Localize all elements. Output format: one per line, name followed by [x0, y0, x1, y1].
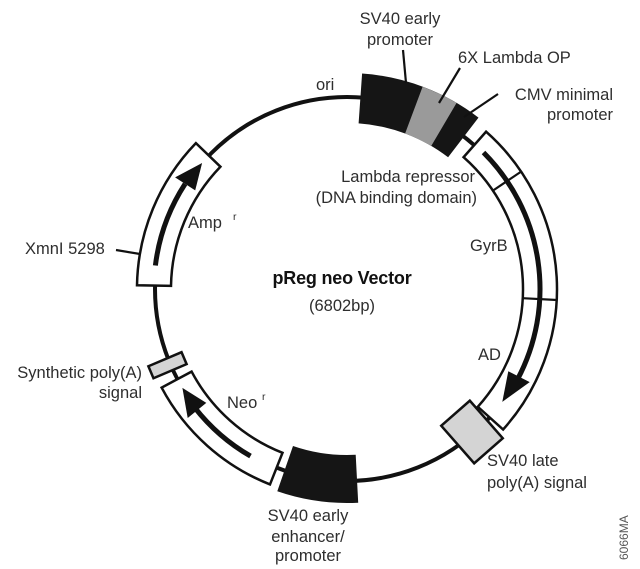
plasmid-title: pReg neo Vector — [272, 268, 411, 288]
leader-sv40-early-promoter — [401, 49, 408, 84]
transcription-arrow-neo — [192, 406, 252, 459]
leader-cmv-minimal-promoter — [463, 93, 499, 118]
label-sv40-late-polya-line1: SV40 late — [487, 452, 559, 470]
transcription-arrowhead-amp-icon — [175, 163, 203, 191]
label-amp-superscript: r — [233, 211, 237, 223]
label-cmv-minimal-line1: CMV minimal — [515, 86, 613, 104]
label-sv40-early-promoter-line1: SV40 early — [360, 10, 441, 28]
label-sv40-enhancer-line1: SV40 early — [268, 507, 349, 525]
label-synthetic-polya-line1: Synthetic poly(A) — [17, 364, 142, 382]
label-gyrb: GyrB — [470, 237, 508, 255]
segment-6x-lambda-op — [405, 86, 457, 146]
leader-6x-lambda-op — [438, 67, 461, 104]
segment-neo-resistance-band — [159, 369, 285, 487]
label-sv40-enhancer-line2: enhancer/ — [271, 528, 345, 546]
label-neo-superscript: r — [262, 391, 266, 403]
transcription-arrow-right — [481, 150, 543, 381]
leader-xmni-site — [115, 248, 141, 256]
segment-sv40-early-enhancer-promoter — [277, 446, 359, 503]
label-6x-lambda-op: 6X Lambda OP — [458, 49, 571, 67]
transcription-arrowhead-right-icon — [502, 371, 530, 402]
label-synthetic-polya-line2: signal — [99, 384, 142, 402]
label-cmv-minimal-line2: promoter — [547, 106, 614, 124]
label-amp: Amp — [188, 214, 222, 232]
label-xmni-site: XmnI 5298 — [25, 240, 105, 258]
label-ad: AD — [478, 346, 501, 364]
plasmid-size: (6802bp) — [309, 297, 375, 315]
segment-sv40-late-polya — [439, 398, 505, 466]
label-lambda-repressor-line1: Lambda repressor — [341, 168, 475, 186]
segment-lambda-repressor-gyrb-ad-band — [461, 129, 559, 432]
label-sv40-late-polya-line2: poly(A) signal — [487, 474, 587, 492]
label-neo: Neo — [227, 394, 257, 412]
figure-number-watermark: 6066MA — [617, 515, 631, 560]
label-sv40-enhancer-line3: promoter — [275, 547, 342, 565]
label-ori: ori — [316, 76, 334, 94]
segment-synthetic-polya — [146, 350, 189, 380]
label-lambda-repressor-line2: (DNA binding domain) — [316, 189, 477, 207]
transcription-arrowhead-neo-icon — [182, 387, 207, 418]
transcription-arrow-amp — [152, 182, 188, 266]
label-sv40-early-promoter-line2: promoter — [367, 31, 434, 49]
